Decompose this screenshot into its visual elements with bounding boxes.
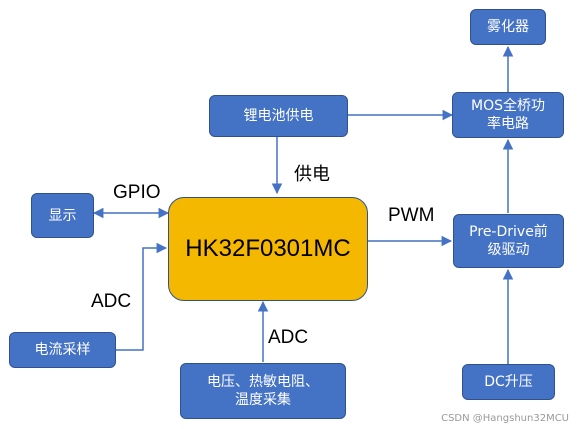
gpio-label: GPIO xyxy=(113,182,161,203)
display-block: 显示 xyxy=(31,193,94,238)
mcu-block: HK32F0301MC xyxy=(168,197,368,301)
watermark: CSDN @Hangshun32MCU xyxy=(441,413,569,424)
power-label: 供电 xyxy=(294,164,330,185)
adc-bottom-label: ADC xyxy=(268,327,309,348)
adc-left-label: ADC xyxy=(91,291,132,312)
pre-drive-block: Pre-Drive前 级驱动 xyxy=(453,214,564,268)
current-sampling-block: 电流采样 xyxy=(9,332,116,368)
sensing-block: 电压、热敏电阻、 温度采集 xyxy=(180,363,346,419)
pwm-label: PWM xyxy=(388,205,435,226)
dc-boost-block: DC升压 xyxy=(462,364,555,400)
atomizer-block: 雾化器 xyxy=(470,9,546,45)
battery-block: 锂电池供电 xyxy=(209,95,348,137)
mos-bridge-block: MOS全桥功 率电路 xyxy=(452,92,564,138)
arrow-current-to-mcu xyxy=(116,242,168,351)
